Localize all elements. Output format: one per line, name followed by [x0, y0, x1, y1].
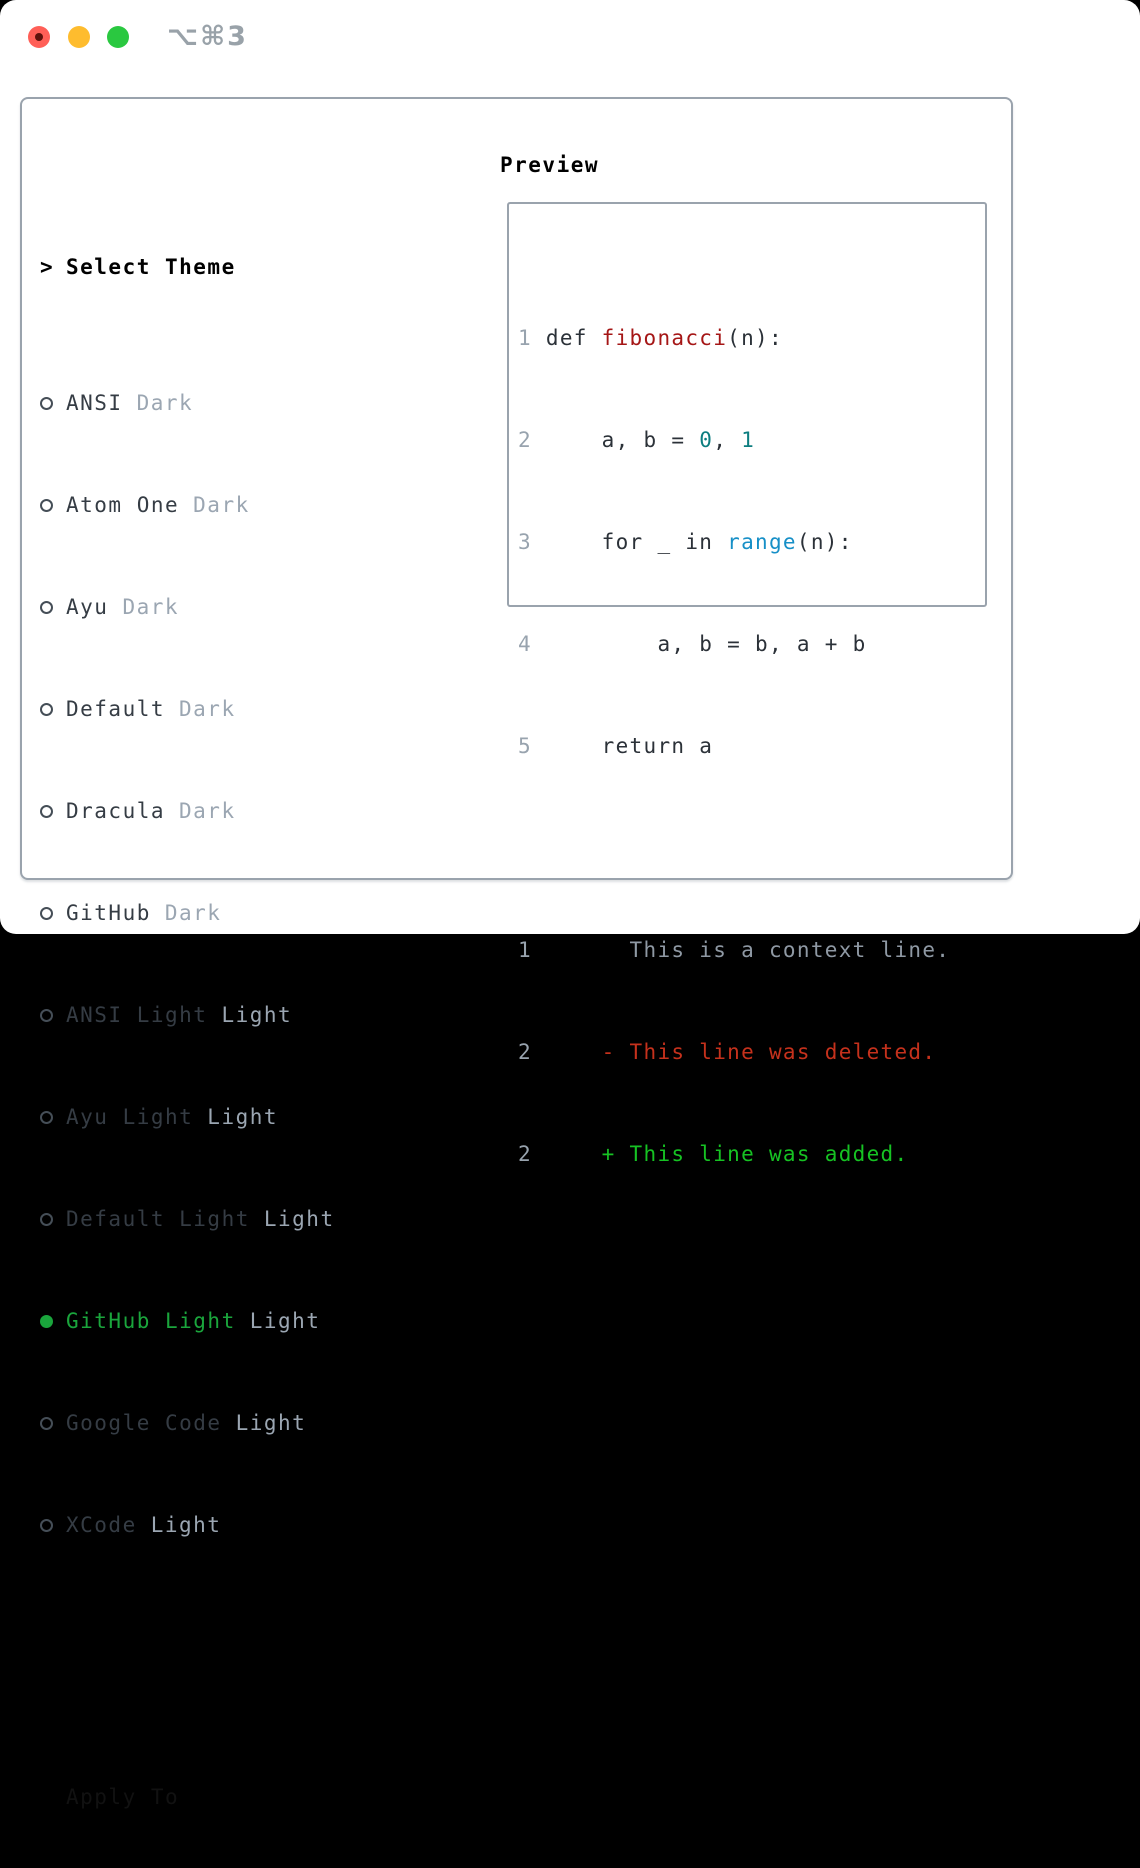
- theme-variant-tag: Light: [207, 1105, 279, 1129]
- select-theme-header: Select Theme: [66, 255, 236, 279]
- radio-icon: [40, 1416, 53, 1430]
- theme-option-ayu-light[interactable]: Ayu Light Light: [40, 1100, 436, 1134]
- code-text: a, b = b, a + b: [531, 632, 867, 656]
- theme-variant-tag: Dark: [179, 697, 236, 721]
- number-literal: 1: [741, 428, 756, 452]
- context-text: This is a context line.: [531, 938, 951, 962]
- theme-selector-panel: > Select Theme ANSI Dark Atom One Dark A…: [20, 97, 1013, 1809]
- theme-variant-tag: Dark: [193, 493, 250, 517]
- theme-option-default-dark[interactable]: Default Dark: [40, 692, 436, 726]
- radio-icon: [40, 396, 53, 410]
- code-line: 1 def fibonacci(n):: [518, 321, 950, 355]
- radio-icon: [40, 906, 53, 920]
- theme-name: Default: [66, 697, 166, 721]
- window-minimize-button[interactable]: [68, 26, 90, 48]
- code-text: (n):: [727, 326, 783, 350]
- radio-icon: [40, 1110, 53, 1124]
- blank-line: [518, 831, 950, 865]
- theme-option-google-code-light[interactable]: Google Code Light: [40, 1406, 436, 1440]
- code-line: 2 a, b = 0, 1: [518, 423, 950, 457]
- added-text: + This line was added.: [531, 1142, 909, 1166]
- theme-name: GitHub: [66, 901, 151, 925]
- theme-name: XCode: [66, 1513, 137, 1537]
- theme-variant-tag: Light: [235, 1411, 307, 1435]
- window-zoom-button[interactable]: [107, 26, 129, 48]
- theme-list: > Select Theme ANSI Dark Atom One Dark A…: [40, 148, 436, 1868]
- code-text: ,: [713, 428, 742, 452]
- radio-icon: [40, 498, 53, 512]
- theme-option-atom-one-dark[interactable]: Atom One Dark: [40, 488, 436, 522]
- theme-option-dracula-dark[interactable]: Dracula Dark: [40, 794, 436, 828]
- code-text: for _ in: [531, 530, 728, 554]
- theme-variant-tag: Light: [263, 1207, 335, 1231]
- radio-icon: [40, 804, 53, 818]
- app-window: ⌥⌘3 > Select Theme ANSI Dark Atom One Da…: [0, 0, 1140, 1809]
- code-line: 5 return a: [518, 729, 950, 763]
- theme-name: ANSI: [66, 391, 123, 415]
- theme-name: Ayu Light: [66, 1105, 194, 1129]
- theme-name: Atom One: [66, 493, 180, 517]
- diff-added-line: 2 + This line was added.: [518, 1137, 950, 1171]
- code-text: return a: [531, 734, 714, 758]
- theme-name: ANSI Light: [66, 1003, 208, 1027]
- radio-selected-icon: [40, 1314, 53, 1328]
- code-text: (n):: [796, 530, 853, 554]
- code-line: 3 for _ in range(n):: [518, 525, 950, 559]
- theme-variant-tag: Light: [150, 1513, 222, 1537]
- window-shortcut-label: ⌥⌘3: [167, 21, 248, 52]
- theme-name: Google Code: [66, 1411, 222, 1435]
- diff-context-line: 1 This is a context line.: [518, 933, 950, 967]
- code-text: a, b =: [531, 428, 700, 452]
- apply-to-header: Apply To: [66, 1785, 180, 1809]
- preview-pane: 1 def fibonacci(n): 2 a, b = 0, 1 3 for …: [507, 202, 987, 1166]
- line-number: 2: [518, 1142, 532, 1166]
- line-number: 5: [518, 734, 532, 758]
- radio-icon: [40, 1212, 53, 1226]
- theme-variant-tag: Dark: [122, 595, 180, 619]
- radio-icon: [40, 1008, 53, 1022]
- function-name: fibonacci: [601, 326, 728, 350]
- window-close-button[interactable]: [28, 26, 50, 48]
- theme-option-xcode-light[interactable]: XCode Light: [40, 1508, 436, 1542]
- line-number: 2: [518, 1040, 532, 1064]
- number-literal: 0: [699, 428, 714, 452]
- line-number: 1: [518, 326, 532, 350]
- theme-option-default-light[interactable]: Default Light Light: [40, 1202, 436, 1236]
- selection-caret-icon: >: [40, 255, 55, 279]
- spacer: [40, 1644, 436, 1678]
- radio-icon: [40, 702, 53, 716]
- line-number: 3: [518, 530, 532, 554]
- radio-icon: [40, 600, 53, 614]
- theme-option-ansi-dark[interactable]: ANSI Dark: [40, 386, 436, 420]
- apply-to-header-row: Apply To: [40, 1780, 436, 1814]
- theme-variant-tag: Dark: [136, 391, 194, 415]
- theme-variant-tag: Light: [221, 1003, 293, 1027]
- line-number: 4: [518, 632, 532, 656]
- theme-option-ayu-dark[interactable]: Ayu Dark: [40, 590, 436, 624]
- deleted-text: - This line was deleted.: [531, 1040, 937, 1064]
- theme-variant-tag: Light: [249, 1309, 321, 1333]
- code-line: 4 a, b = b, a + b: [518, 627, 950, 661]
- preview-code: 1 def fibonacci(n): 2 a, b = 0, 1 3 for …: [518, 253, 950, 1239]
- line-number: 1: [518, 938, 532, 962]
- theme-option-github-light-selected[interactable]: GitHub Light Light: [40, 1304, 436, 1338]
- theme-variant-tag: Dark: [164, 901, 222, 925]
- preview-header: Preview: [500, 153, 600, 177]
- theme-name: Dracula: [66, 799, 166, 823]
- theme-name: GitHub Light: [66, 1309, 236, 1333]
- theme-option-ansi-light[interactable]: ANSI Light Light: [40, 998, 436, 1032]
- theme-name: Ayu: [66, 595, 109, 619]
- diff-deleted-line: 2 - This line was deleted.: [518, 1035, 950, 1069]
- code-text: def: [531, 326, 602, 350]
- builtin-name: range: [727, 530, 797, 554]
- select-theme-header-row: > Select Theme: [40, 250, 436, 284]
- radio-icon: [40, 1518, 53, 1532]
- theme-variant-tag: Dark: [179, 799, 236, 823]
- theme-option-github-dark[interactable]: GitHub Dark: [40, 896, 436, 930]
- line-number: 2: [518, 428, 532, 452]
- theme-name: Default Light: [66, 1207, 250, 1231]
